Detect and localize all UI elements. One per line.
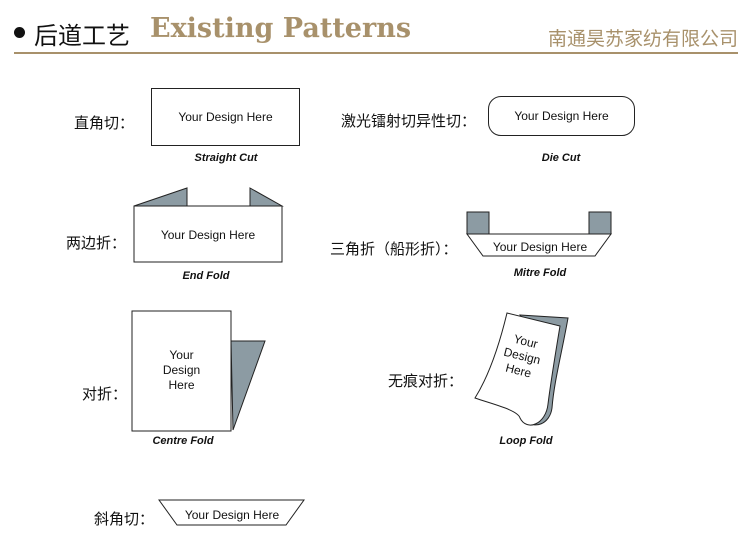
loop-fold-label: 无痕对折： xyxy=(388,372,464,390)
bevel-cut-shape xyxy=(158,499,305,526)
centre-fold-design-line: Design xyxy=(162,363,201,377)
centre-fold-front-panel xyxy=(131,310,232,432)
die-cut-diagram: Your Design Here xyxy=(488,96,635,136)
die-cut-design-text: Your Design Here xyxy=(514,109,609,123)
header-divider xyxy=(14,52,738,54)
bevel-cut-diagram xyxy=(158,499,305,526)
centre-fold-caption: Centre Fold xyxy=(152,435,214,447)
mitre-fold-body xyxy=(466,233,612,257)
end-fold-diagram xyxy=(133,187,284,263)
loop-fold-diagram xyxy=(474,312,569,426)
straight-cut-diagram: Your Design Here xyxy=(151,88,300,146)
mitre-fold-left-tab xyxy=(466,211,490,235)
centre-fold-diagram xyxy=(131,310,266,432)
mitre-fold-right-tab xyxy=(588,211,612,235)
straight-cut-design-text: Your Design Here xyxy=(178,110,273,124)
mitre-fold-diagram xyxy=(466,211,612,257)
page-title-cn: 后道工艺 xyxy=(34,22,130,50)
end-fold-left-flap xyxy=(133,187,188,207)
mitre-fold-caption: Mitre Fold xyxy=(513,267,567,279)
centre-fold-design-line: Your xyxy=(169,348,194,362)
straight-cut-label: 直角切： xyxy=(74,114,135,132)
bevel-cut-design-text: Your Design Here xyxy=(184,508,280,522)
end-fold-caption: End Fold xyxy=(182,270,230,282)
company-name: 南通昊苏家纺有限公司 xyxy=(547,28,738,50)
centre-fold-label: 对折： xyxy=(82,385,128,403)
bevel-cut-label: 斜角切： xyxy=(94,510,155,528)
mitre-fold-label: 三角折（船形折）： xyxy=(330,240,458,258)
end-fold-design-text: Your Design Here xyxy=(160,228,256,242)
end-fold-right-flap xyxy=(249,187,284,207)
centre-fold-design-line: Here xyxy=(168,378,195,392)
loop-fold-caption: Loop Fold xyxy=(499,435,553,447)
centre-fold-design-text: Your Design Here xyxy=(132,348,231,393)
straight-cut-caption: Straight Cut xyxy=(194,152,258,164)
end-fold-label: 两边折： xyxy=(66,234,127,252)
die-cut-caption: Die Cut xyxy=(541,152,581,164)
loop-fold-front-sheet xyxy=(474,312,561,426)
mitre-fold-design-text: Your Design Here xyxy=(492,240,588,254)
end-fold-body xyxy=(133,205,283,263)
die-cut-label: 激光镭射切异性切： xyxy=(341,112,477,130)
page-title-en: Existing Patterns xyxy=(150,13,412,44)
centre-fold-back-panel xyxy=(230,340,266,431)
bullet-icon xyxy=(14,27,25,38)
